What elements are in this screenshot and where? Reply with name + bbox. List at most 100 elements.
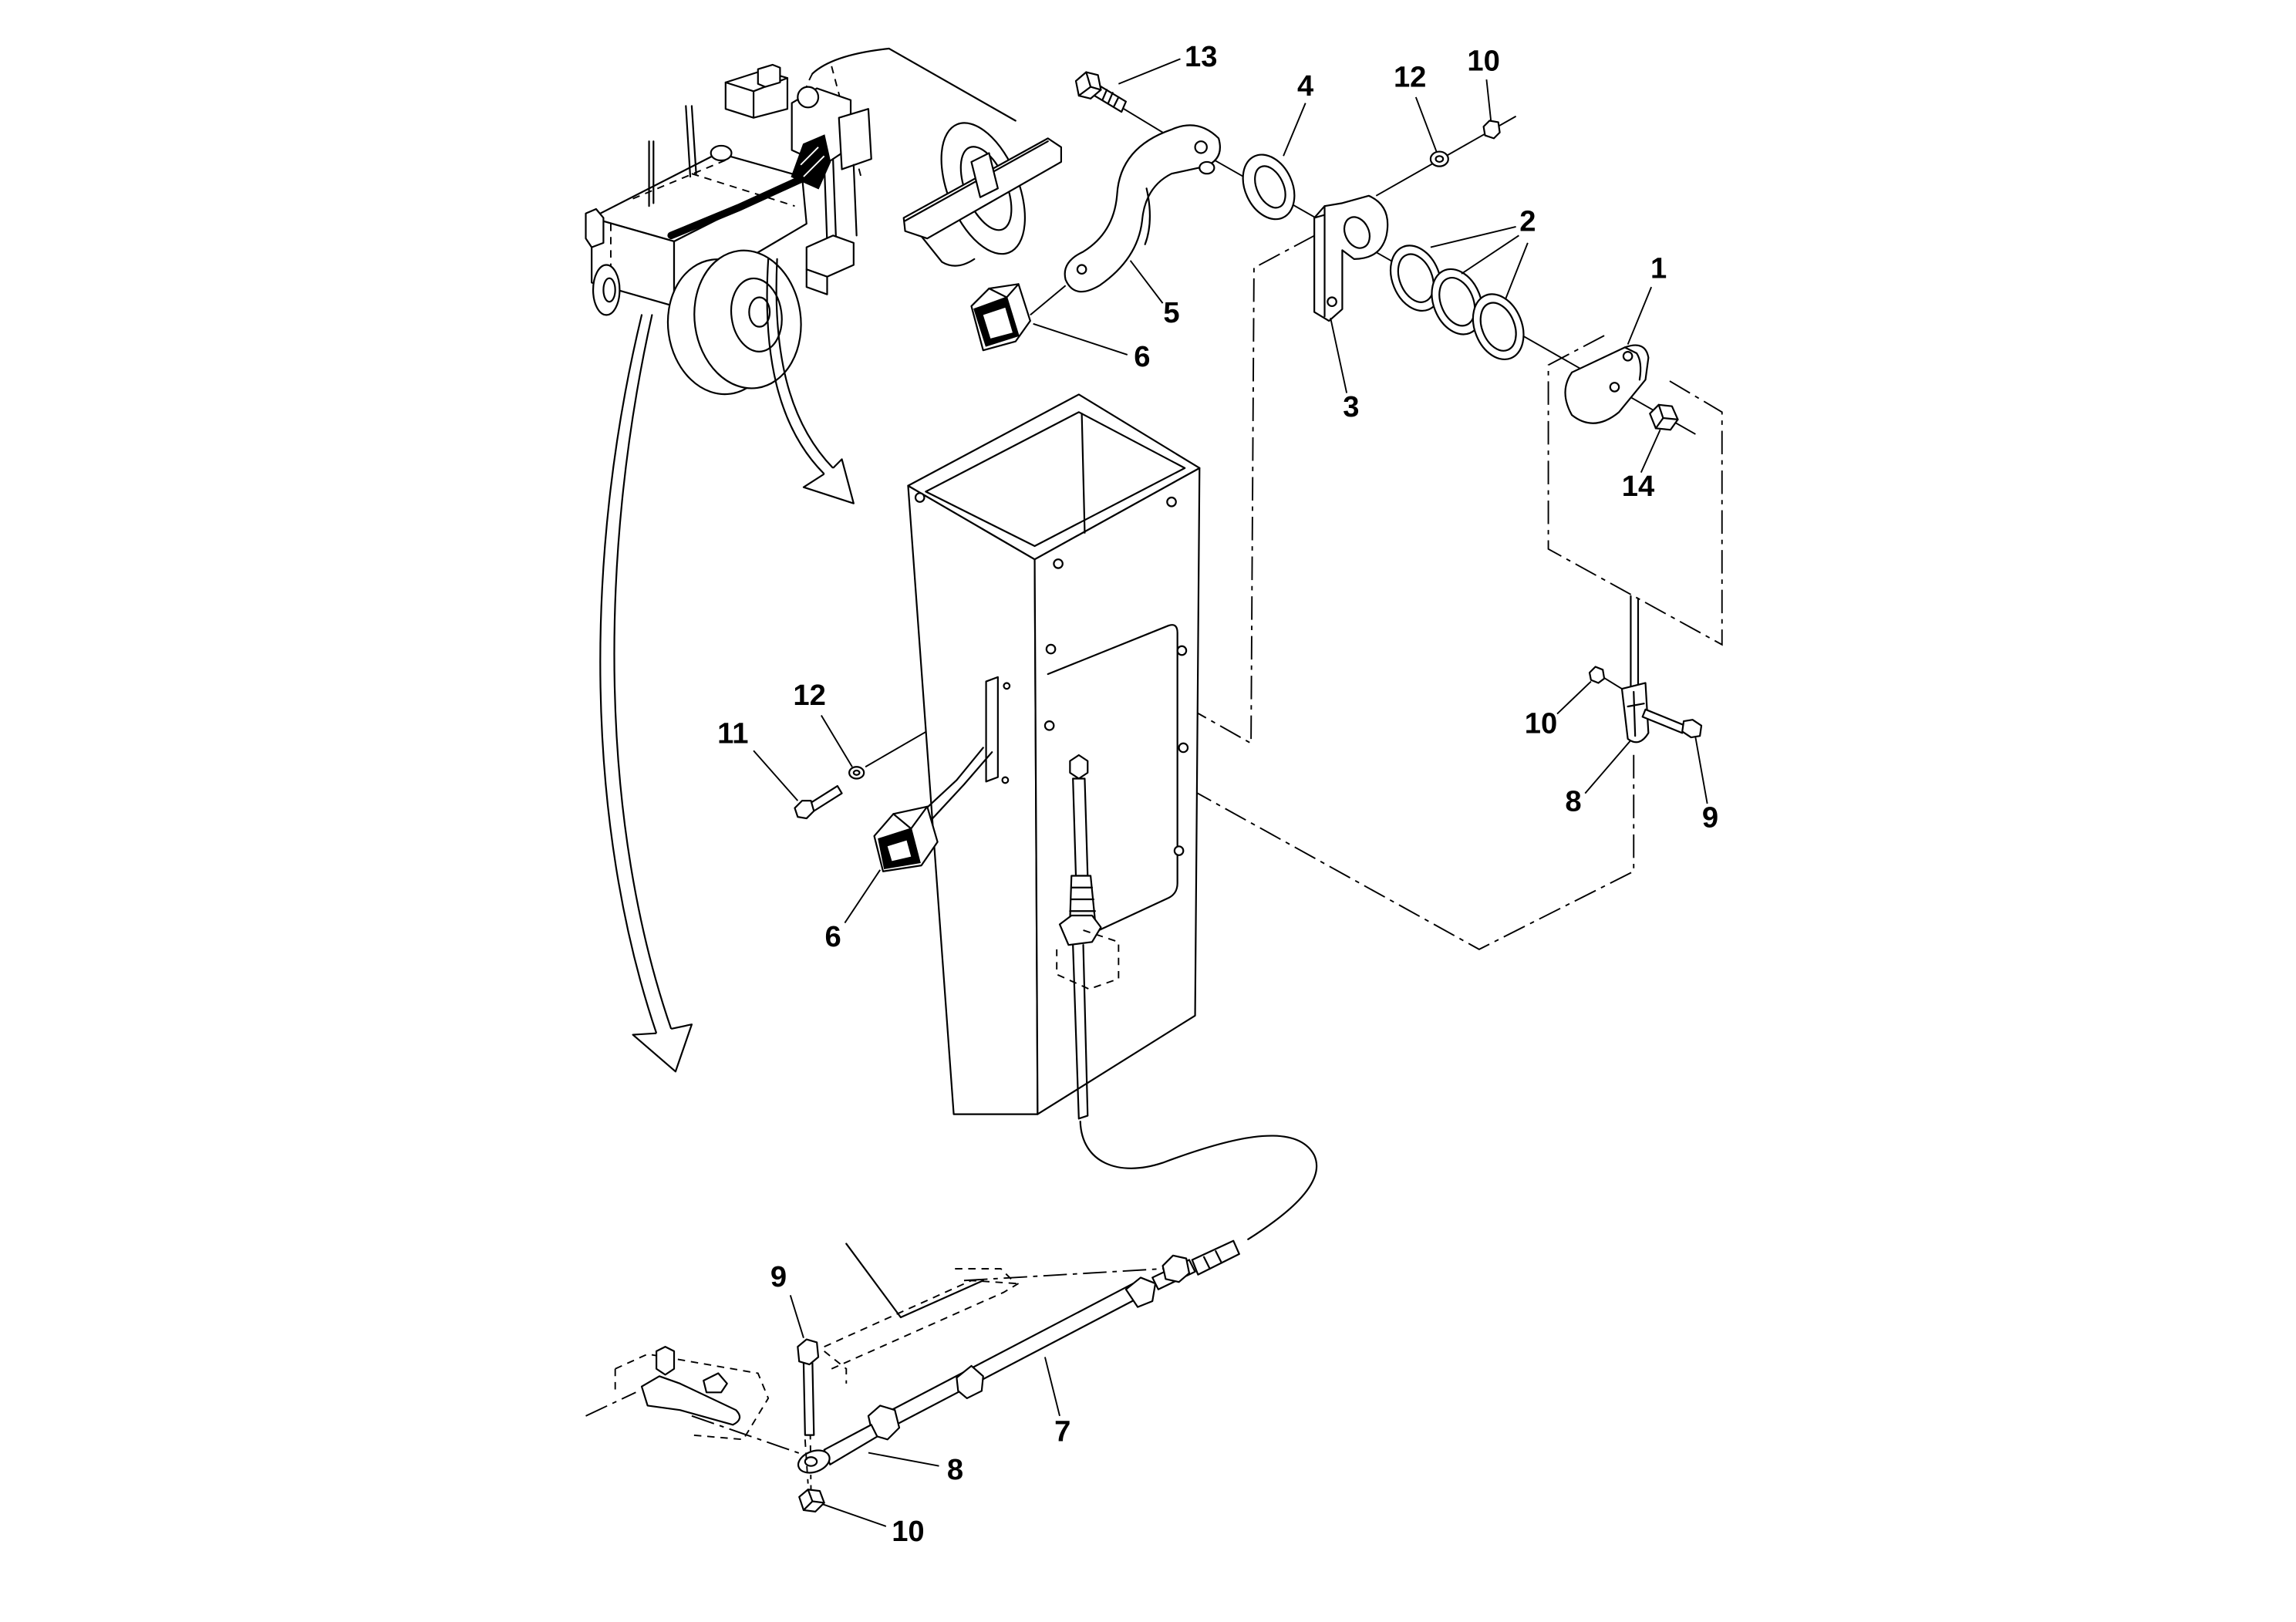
callout-12-left: 12 <box>793 679 825 712</box>
bracket-part-3-stroke <box>1313 194 1389 322</box>
console-box-stroke <box>1178 742 1189 754</box>
pedal-linkage-bottom-stroke <box>656 1346 676 1376</box>
leader-lines-stroke <box>821 714 853 767</box>
phantom-lines-stroke <box>1030 285 1067 316</box>
callout-1: 1 <box>1650 252 1667 285</box>
console-box-stroke <box>1166 496 1177 508</box>
leader-lines-stroke <box>1043 1357 1060 1417</box>
leader-lines-stroke <box>1430 225 1529 299</box>
direction-arrow-long <box>599 314 693 1073</box>
lever-part-5 <box>1064 124 1221 293</box>
direction-arrow-long-stroke <box>613 314 673 1030</box>
console-box-stroke <box>1176 645 1188 656</box>
callout-2: 2 <box>1519 205 1536 238</box>
rings-part-2-stroke <box>1438 277 1476 327</box>
pedal-linkage-bottom-stroke <box>824 1351 848 1384</box>
callout-5: 5 <box>1163 296 1179 329</box>
leader-lines-stroke <box>1694 737 1708 804</box>
roller-compactor-illustration-stroke <box>602 277 616 303</box>
washer-part-4-stroke <box>1242 153 1296 221</box>
buckle-part-6-middle-stroke <box>887 840 912 862</box>
pedal-linkage-bottom-stroke <box>703 1372 728 1394</box>
pedal-linkage-bottom-stroke <box>824 1268 1018 1348</box>
control-cable-stroke <box>1069 886 1096 912</box>
bolt-part-11-stroke <box>808 784 843 812</box>
callout-10-top: 10 <box>1467 45 1499 78</box>
control-cable-stroke <box>1072 777 1089 877</box>
rod-end-part-8-bottom-stroke <box>823 1424 878 1465</box>
cable-part-7 <box>879 1239 1240 1431</box>
callout-3: 3 <box>1343 390 1359 423</box>
cable-part-7-stroke <box>1161 1254 1191 1283</box>
roller-compactor-illustration-stroke <box>805 234 855 278</box>
clevis-assembly-right-stroke <box>1588 666 1606 684</box>
callout-9-bottom: 9 <box>770 1260 787 1293</box>
leader-lines-stroke <box>1627 286 1653 345</box>
pedal-linkage-bottom-stroke <box>845 1243 984 1319</box>
phantom-lines-stroke <box>1547 335 1723 646</box>
control-cable-stroke <box>1058 914 1102 946</box>
rod-end-part-8-bottom-stroke <box>804 1456 818 1467</box>
pedal-linkage-bottom-stroke <box>691 1415 803 1455</box>
clevis-assembly-right-stroke <box>1630 595 1640 690</box>
console-box-stroke <box>1047 624 1178 937</box>
rings-part-2-stroke <box>1431 268 1484 336</box>
console-box <box>907 393 1201 1115</box>
console-box-stroke <box>1081 413 1086 534</box>
leader-lines-stroke <box>789 1295 804 1338</box>
roller-compactor-illustration-stroke <box>823 158 858 244</box>
washer-part-12-top-stroke <box>1429 150 1449 167</box>
roller-compactor-illustration-stroke <box>797 86 820 109</box>
lever-part-5-stroke <box>1199 160 1215 175</box>
direction-arrow-short-stroke <box>802 458 855 504</box>
bolt-part-9-bottom-stroke <box>797 1338 820 1366</box>
control-cable-stroke <box>1079 1121 1317 1240</box>
buckle-part-6-middle <box>873 747 993 872</box>
callout-10-bottom: 10 <box>892 1515 924 1548</box>
leader-lines-stroke <box>844 869 881 924</box>
roller-compactor-illustration-stroke <box>667 173 811 240</box>
roller-compactor-illustration-stroke <box>800 147 825 177</box>
nut-part-10-bottom-stroke <box>802 1489 825 1512</box>
bolt-part-9-bottom-stroke <box>802 1362 815 1436</box>
buckle-part-6-middle-stroke <box>892 805 929 830</box>
direction-arrow-long-stroke <box>632 1023 693 1073</box>
washer-part-12-left-stroke <box>852 769 861 776</box>
leader-lines-stroke <box>1283 103 1306 157</box>
pedal-linkage-bottom <box>585 1243 1163 1490</box>
leader-lines-stroke <box>1485 79 1492 121</box>
phantom-lines-stroke <box>1085 730 1635 950</box>
callout-6-middle: 6 <box>824 920 841 953</box>
callout-9-right: 9 <box>1702 801 1718 834</box>
callout-11: 11 <box>717 717 748 750</box>
leader-lines-stroke <box>1640 429 1661 473</box>
direction-arrow-short <box>766 258 855 504</box>
bracket-part-3-stroke <box>1313 205 1326 318</box>
leader-lines-stroke <box>1118 58 1181 85</box>
bolt-part-11 <box>794 784 843 820</box>
console-box-stroke <box>925 411 1186 548</box>
console-box-stroke <box>1053 558 1064 569</box>
cam-part-1-stroke <box>1609 382 1620 393</box>
rings-part-2 <box>1389 244 1525 361</box>
cam-part-1-stroke <box>1623 346 1642 381</box>
bracket-part-3-stroke <box>1327 296 1337 308</box>
console-box-stroke <box>1173 845 1185 856</box>
clevis-assembly-right-stroke <box>1641 708 1687 734</box>
roller-compactor-illustration-stroke <box>811 47 890 75</box>
pedal-linkage-bottom-stroke <box>831 1283 1020 1370</box>
direction-arrow-short-stroke <box>775 258 834 469</box>
nut-part-10-top <box>1482 120 1501 140</box>
pedal-linkage-bottom-stroke <box>963 1268 1163 1282</box>
roller-compactor-illustration-stroke <box>730 277 783 352</box>
clevis-assembly-right-stroke <box>1627 690 1645 737</box>
control-cable-stroke <box>1069 754 1089 780</box>
nut-part-10-bottom <box>798 1489 825 1512</box>
callout-7: 7 <box>1054 1415 1070 1448</box>
washer-part-4 <box>1242 153 1296 221</box>
cable-part-7-stroke <box>879 1282 1142 1431</box>
pedal-linkage-bottom-stroke <box>640 1375 741 1426</box>
roller-compactor-illustration-stroke <box>917 231 976 267</box>
callout-13: 13 <box>1185 40 1217 73</box>
